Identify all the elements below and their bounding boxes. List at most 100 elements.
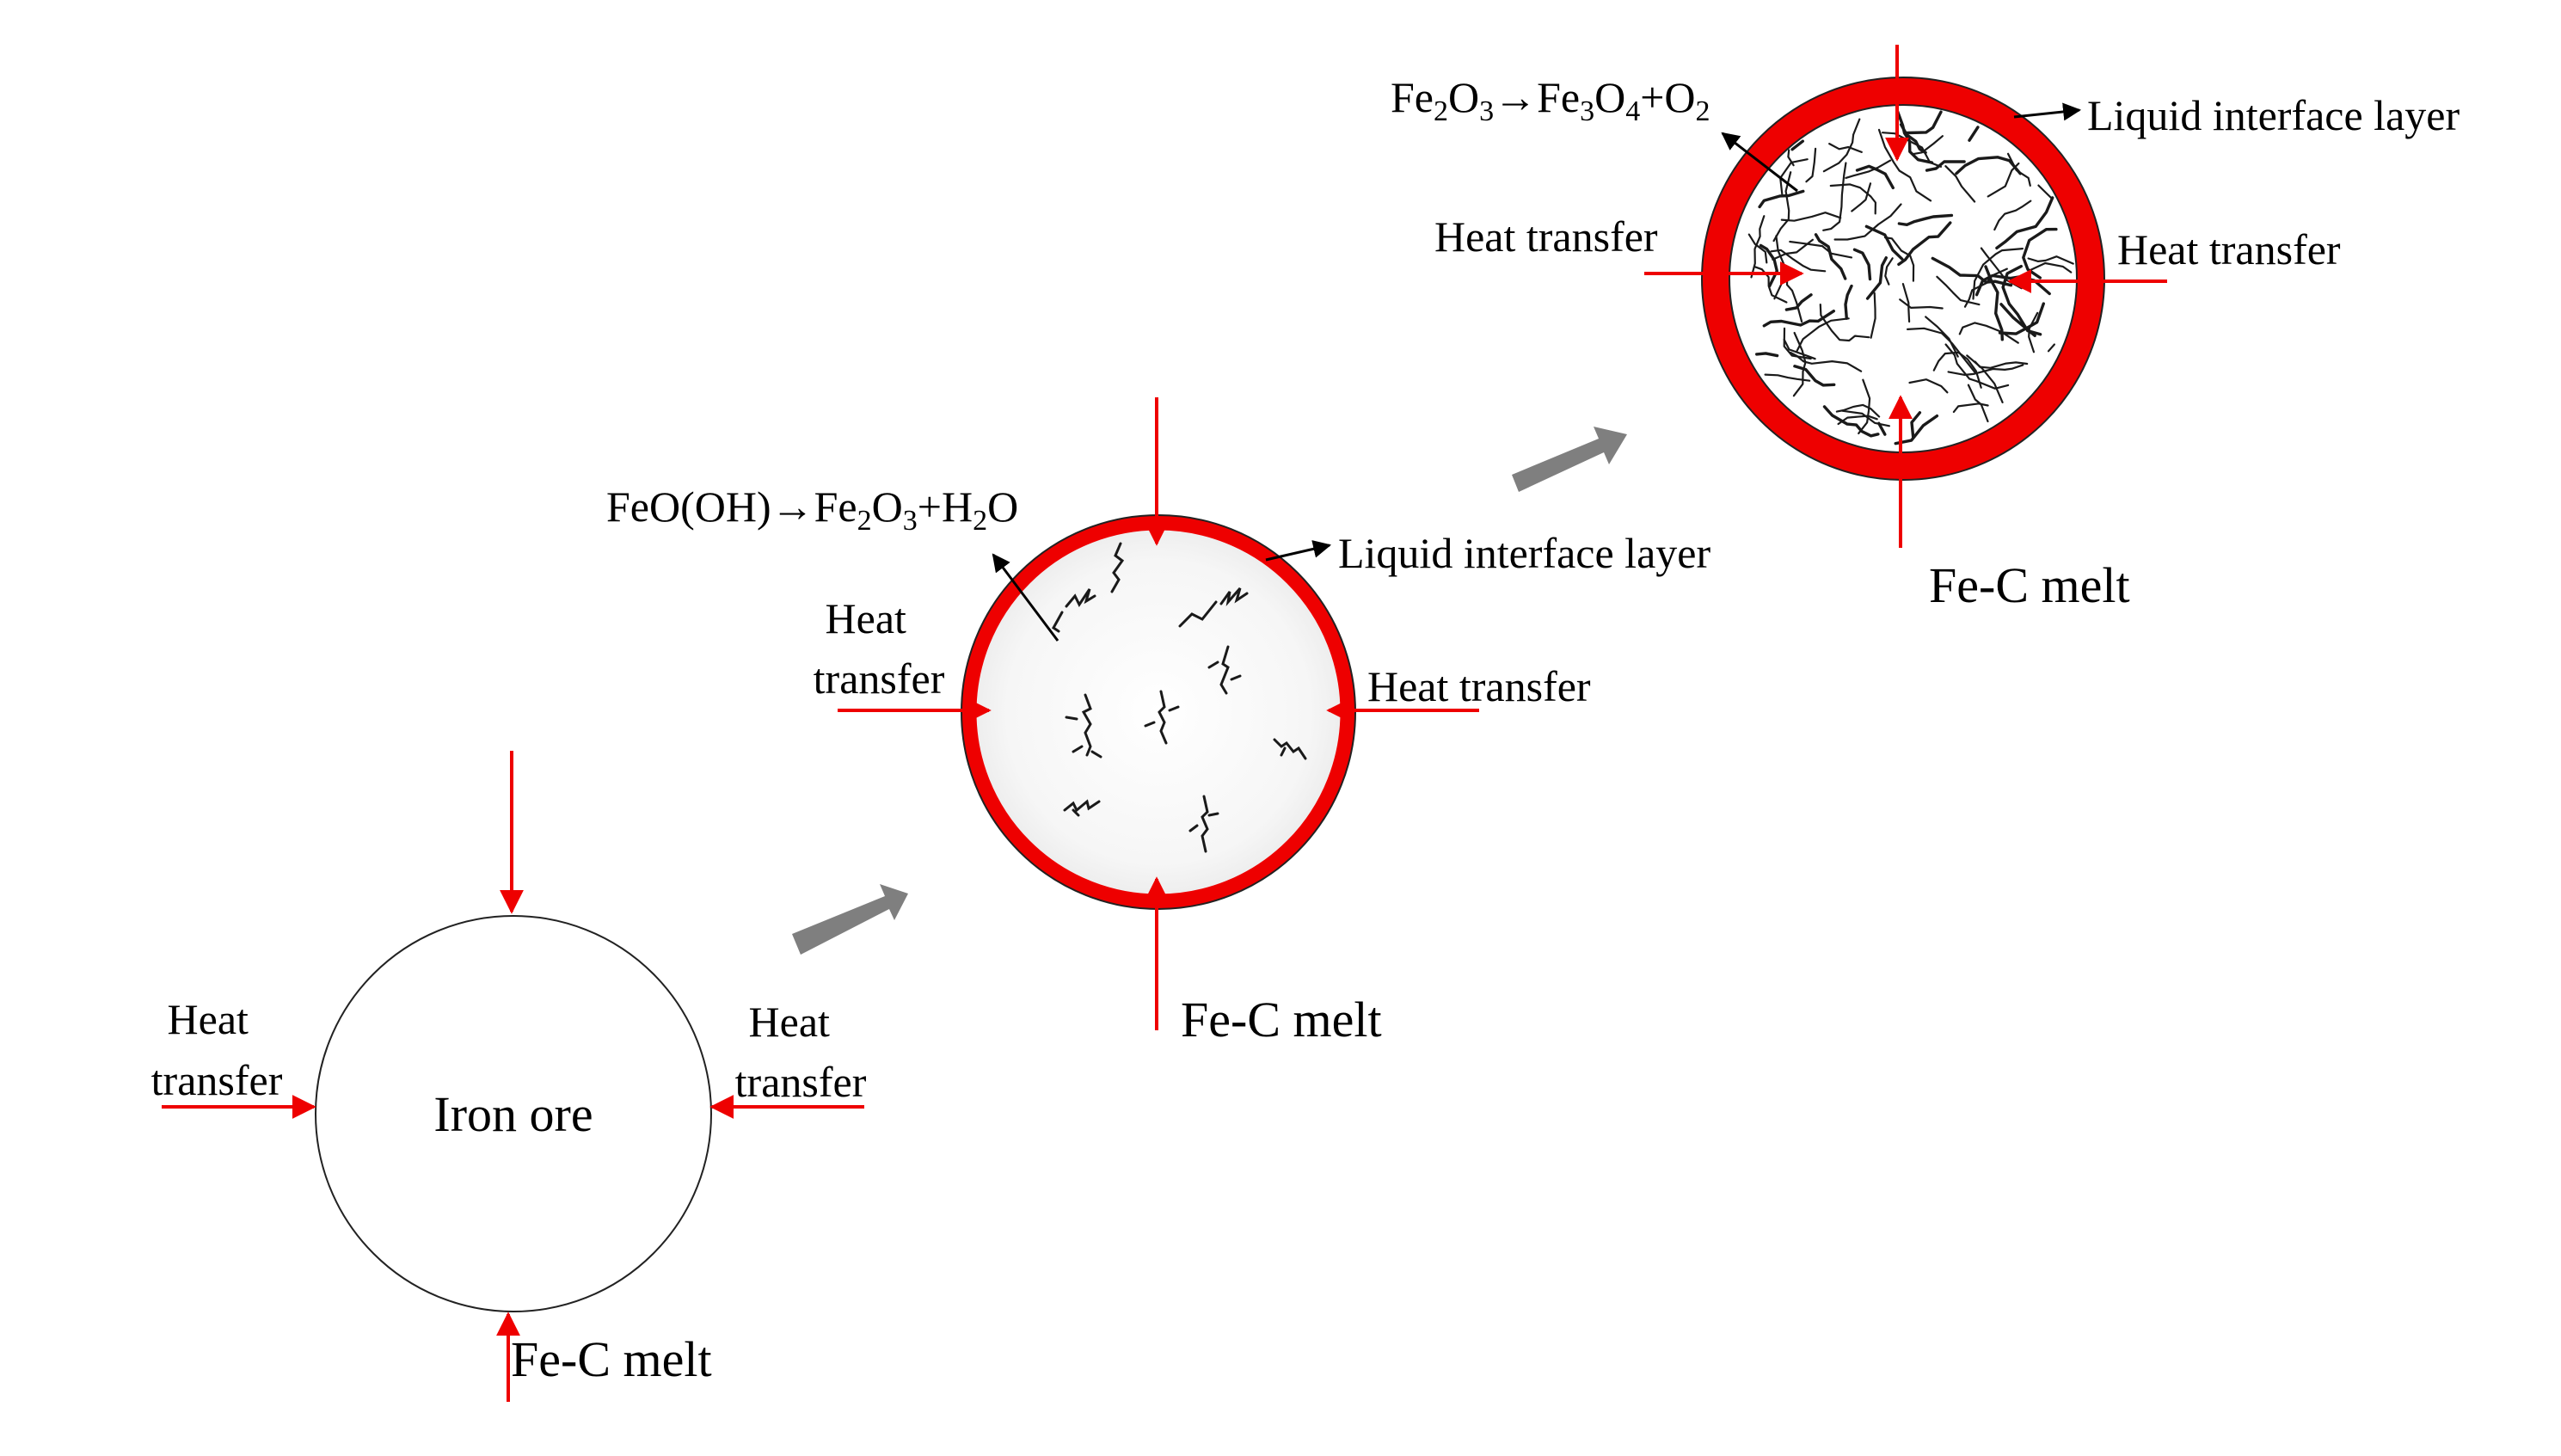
crack-segment — [1772, 171, 1792, 243]
crack-segment — [1932, 351, 1982, 389]
crack-segment — [1966, 354, 2004, 403]
liquid-interface-ring-stage-3 — [1702, 77, 2104, 480]
crack-5 — [1065, 693, 1092, 757]
crack-segment — [1955, 156, 2022, 175]
crack-segment — [1967, 384, 1989, 423]
transition-arrow-shape-2 — [1512, 427, 1627, 492]
crack-10 — [1072, 745, 1102, 759]
heat2-left-line-2: transfer — [814, 654, 945, 703]
crack-segment — [1852, 248, 1872, 281]
crack-segment — [1783, 327, 1812, 360]
crack-segment — [1897, 213, 1954, 226]
eq2-sub-3: 2 — [973, 505, 987, 537]
fe-c-melt-label-stage-2: Fe-C melt — [1181, 992, 1382, 1047]
crack-segment — [1772, 238, 1814, 261]
crack-segment — [1822, 118, 1861, 173]
crack-segment — [1845, 159, 1892, 179]
eq3-part-a: Fe — [1391, 73, 1434, 121]
eq2-part-a: FeO(OH)→Fe — [606, 482, 857, 531]
liquid-interface-label-stage-3: Liquid interface layer — [2087, 91, 2460, 139]
heat2-left-line-1: Heat — [826, 594, 906, 642]
crack-9 — [1188, 795, 1219, 853]
crack-segment — [1759, 243, 1778, 288]
crack-segment — [1993, 200, 2032, 231]
crack-segment — [1884, 257, 1894, 286]
eq3-sub-3: 3 — [1580, 95, 1594, 127]
fe-c-melt-label-stage-3: Fe-C melt — [1929, 557, 2130, 613]
crack-segment — [1855, 164, 1895, 190]
interface-pointer-arrow-stage-2 — [1265, 539, 1332, 562]
crack-segment — [1805, 147, 1817, 183]
eq2-part-b: O — [872, 482, 903, 531]
crack-segment — [1779, 158, 1809, 195]
eq3-part-e: +O — [1640, 73, 1695, 121]
crack-segment — [1883, 237, 1915, 282]
ring-outline-outer-stage-3 — [1701, 77, 2105, 481]
crack-segment — [1998, 302, 2045, 335]
crack-segment — [1792, 331, 1807, 397]
crack-segment — [1762, 310, 1835, 328]
eq3-part-d: O — [1594, 73, 1625, 121]
eq3-sub-1: 2 — [1434, 95, 1448, 127]
crack-segment — [1910, 411, 1922, 439]
crack-segment — [1907, 327, 1976, 373]
eq3-part-b: O — [1448, 73, 1479, 121]
heat-left-line-1: Heat — [168, 995, 249, 1043]
stage-2-dehydration: FeO(OH)→Fe2O3+H2O Heat transfer Heat tra… — [606, 397, 1710, 1047]
ring-outline-inner-stage-3 — [1729, 104, 2078, 453]
crack-segment — [1944, 343, 2010, 390]
crack-segment — [1764, 373, 1811, 382]
heat-transfer-right-label: Heat transfer — [735, 998, 867, 1106]
eq2-part-c: +H — [918, 482, 973, 531]
crack-segment — [1787, 149, 1795, 167]
crack-segment — [1897, 221, 1952, 267]
crack-segment — [1894, 414, 1939, 445]
crack-segment — [1753, 266, 1788, 304]
crack-segment — [1865, 256, 1888, 300]
crack-7 — [1273, 738, 1307, 760]
crack-segment — [1828, 143, 1863, 153]
crack-segment — [1968, 126, 1980, 142]
stage-transition-arrow-2 — [1512, 427, 1627, 492]
heat-transfer-left-label-stage-3: Heat transfer — [1434, 212, 1658, 261]
crack-segment — [1901, 283, 1911, 323]
crack-segment — [1899, 298, 1944, 310]
stage-3-reduction: Fe2O3→Fe3O4+O2 Heat transfer Heat transf… — [1391, 45, 2460, 613]
crack-segment — [1958, 322, 2019, 344]
crack-segment — [1944, 165, 1976, 203]
interface-pointer-arrow-stage-3 — [2013, 102, 2082, 121]
crack-segment — [1793, 365, 1836, 387]
crack-segment — [1906, 110, 1943, 135]
reaction-pointer-arrow-stage-2 — [992, 553, 1059, 642]
crack-segment — [1952, 402, 1989, 414]
crack-segment — [1864, 224, 1904, 261]
crack-segment — [1784, 293, 1813, 311]
stage-1-iron-ore: Iron ore Heat transfer Heat transfer Fe-… — [151, 751, 867, 1402]
crack-segment — [1822, 405, 1880, 438]
stage-transition-arrow-1 — [792, 884, 908, 955]
heat-right-line-2: transfer — [735, 1058, 867, 1106]
eq2-part-d: O — [987, 482, 1018, 531]
crack-segment — [1877, 128, 1932, 202]
crack-2 — [1052, 588, 1096, 633]
crack-1 — [1110, 542, 1125, 593]
crack-segment — [1925, 160, 1966, 172]
crack-segment — [1908, 378, 1949, 394]
crack-segment — [1877, 421, 1887, 436]
liquid-interface-label-stage-2: Liquid interface layer — [1338, 529, 1710, 577]
crack-segment — [1999, 303, 2036, 337]
heat-left-line-2: transfer — [151, 1056, 283, 1104]
heat-transfer-right-label-stage-3: Heat transfer — [2117, 225, 2341, 273]
crack-segment — [1947, 364, 2024, 376]
crack-3 — [1178, 587, 1249, 628]
crack-segment — [1783, 338, 1816, 360]
crack-segment — [1987, 162, 2020, 198]
heat-right-line-1: Heat — [749, 998, 830, 1046]
crack-segment — [1912, 135, 1944, 156]
crack-segment — [1895, 108, 1934, 164]
crack-segment — [1790, 139, 1804, 151]
crack-segment — [1750, 215, 1766, 279]
crack-segment — [1780, 212, 1842, 222]
crack-segment — [1851, 182, 1872, 212]
